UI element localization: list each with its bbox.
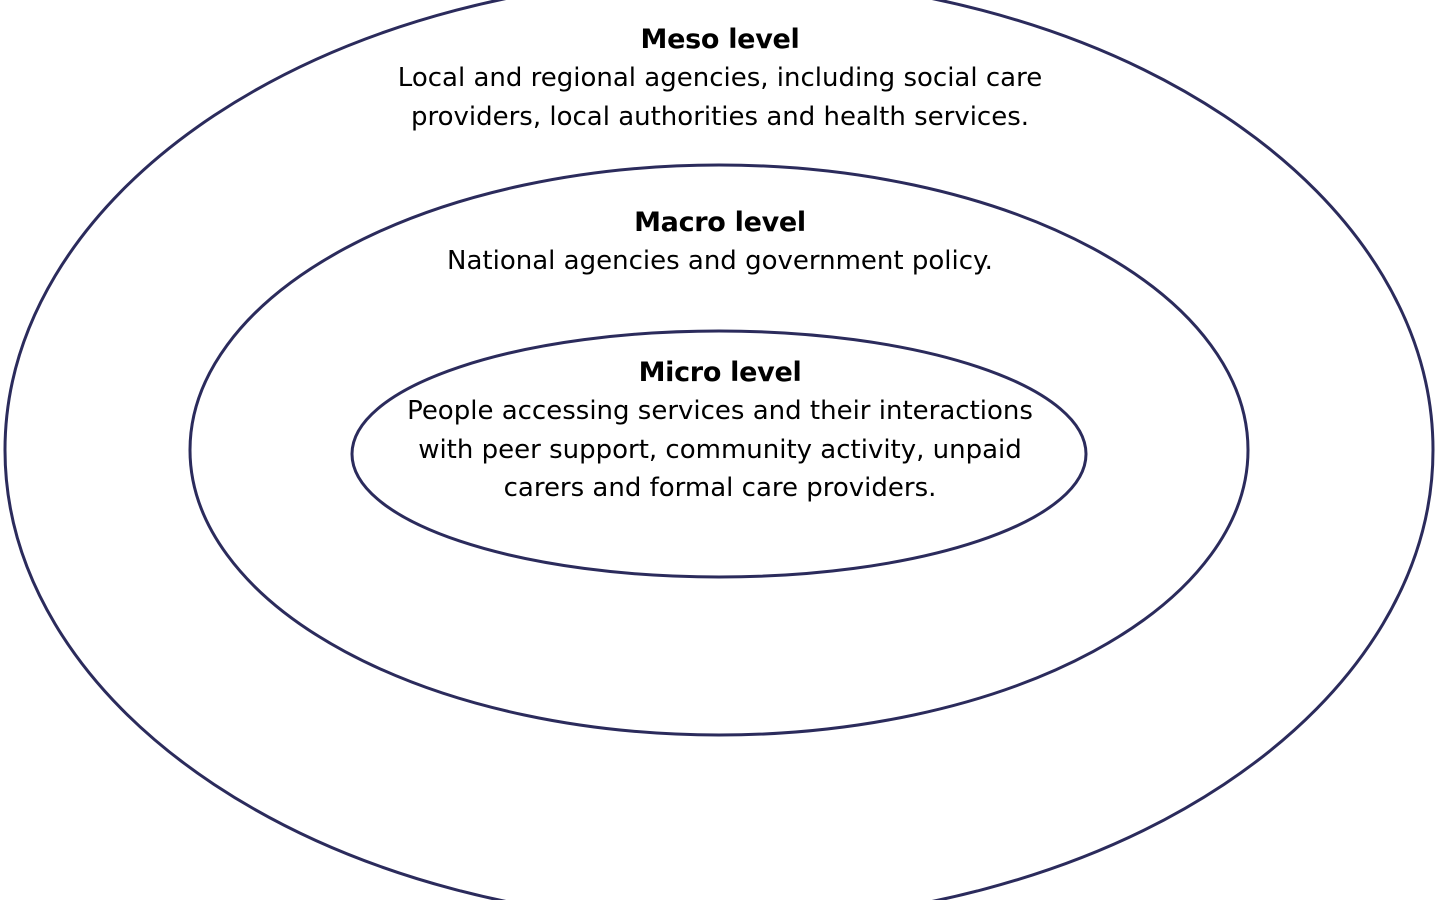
meso-level-label: Meso level Local and regional agencies, … <box>0 21 1440 136</box>
micro-level-label: Micro level People accessing services an… <box>0 354 1440 508</box>
meso-level-title: Meso level <box>640 24 800 55</box>
macro-level-label: Macro level National agencies and govern… <box>0 204 1440 281</box>
macro-level-description: National agencies and government policy. <box>447 246 993 276</box>
macro-level-ring <box>188 163 1250 737</box>
micro-level-ring <box>350 329 1088 579</box>
meso-level-description: Local and regional agencies, including s… <box>397 63 1043 132</box>
micro-level-description: People accessing services and their inte… <box>407 396 1033 503</box>
meso-level-ring <box>3 0 1435 900</box>
micro-level-title: Micro level <box>638 357 802 388</box>
macro-level-title: Macro level <box>634 207 806 238</box>
